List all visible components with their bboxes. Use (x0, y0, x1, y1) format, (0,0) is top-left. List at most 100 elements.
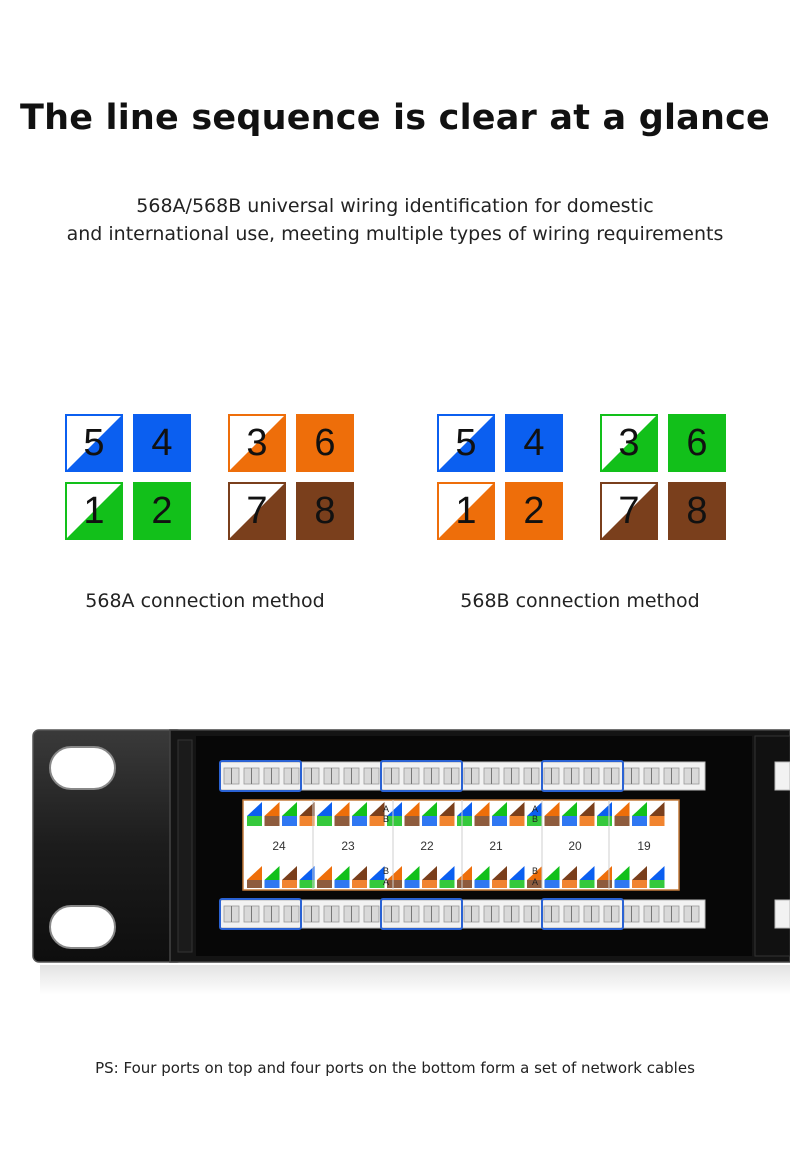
wire-number: 2 (151, 490, 173, 532)
wire-color-swatch (65, 414, 123, 472)
port-group-outline (380, 760, 463, 792)
wire-color-swatch (600, 482, 658, 540)
wire-color-mark (492, 802, 507, 816)
wire-tile-8: 8 (296, 482, 354, 540)
port-group-outline (380, 898, 463, 930)
subtitle-line-1: 568A/568B universal wiring identificatio… (136, 195, 654, 217)
wire-color-mark (439, 866, 455, 880)
wire-color-mark (492, 866, 507, 880)
port-group-outline (541, 760, 624, 792)
wire-number: 1 (455, 490, 477, 532)
wire-color-swatch (133, 482, 191, 540)
mount-hole-bottom (49, 905, 116, 949)
port-group-outline (219, 898, 302, 930)
wire-tile-3: 3 (228, 414, 286, 472)
wire-color-mark (369, 802, 385, 816)
wire-color-mark (614, 866, 630, 880)
page-title: The line sequence is clear at a glance (20, 98, 770, 138)
wire-color-mark (282, 802, 297, 816)
wire-color-mark (247, 866, 262, 880)
pair-label: B (383, 866, 389, 876)
wire-color-swatch (296, 414, 354, 472)
pair-label: B (383, 814, 389, 824)
wire-tile-5: 5 (65, 414, 123, 472)
wire-tile-6: 6 (296, 414, 354, 472)
wire-color-mark (334, 866, 350, 880)
wire-tile-8: 8 (668, 482, 726, 540)
wire-color-mark (264, 866, 280, 880)
wire-color-mark (509, 802, 525, 816)
wire-color-mark (404, 866, 420, 880)
wire-color-mark (369, 866, 385, 880)
wire-color-swatch (65, 482, 123, 540)
caption-568b: 568B connection method (460, 590, 700, 612)
wire-color-mark (527, 866, 542, 880)
wire-number: 3 (618, 422, 640, 464)
wire-color-mark (632, 802, 647, 816)
wire-color-swatch (668, 414, 726, 472)
port-number: 21 (489, 839, 503, 853)
wire-number: 7 (246, 490, 268, 532)
wire-number: 8 (686, 490, 708, 532)
wire-color-mark (597, 802, 612, 816)
wire-color-mark (422, 802, 437, 816)
wire-color-mark (422, 866, 437, 880)
port-number: 19 (637, 839, 651, 853)
wire-color-mark (527, 802, 542, 816)
wire-color-mark (544, 866, 560, 880)
wire-tile-2: 2 (133, 482, 191, 540)
wire-tile-7: 7 (600, 482, 658, 540)
mount-hole-top (49, 746, 116, 790)
wire-number: 5 (83, 422, 105, 464)
pair-label: A (532, 877, 538, 887)
wire-color-mark (439, 802, 455, 816)
wire-color-mark (509, 866, 525, 880)
wire-tile-2: 2 (505, 482, 563, 540)
wire-color-swatch (505, 482, 563, 540)
wire-color-swatch (228, 482, 286, 540)
wire-color-swatch (296, 482, 354, 540)
wire-tile-1: 1 (65, 482, 123, 540)
wire-tile-3: 3 (600, 414, 658, 472)
wire-color-mark (317, 866, 332, 880)
wire-number: 6 (314, 422, 336, 464)
wire-color-swatch (228, 414, 286, 472)
wire-color-mark (614, 802, 630, 816)
port-number: 22 (420, 839, 434, 853)
wire-color-mark (579, 802, 595, 816)
wire-color-mark (562, 866, 577, 880)
wire-color-mark (632, 866, 647, 880)
wire-number: 3 (246, 422, 268, 464)
pair-label: B (532, 814, 538, 824)
wire-color-mark (387, 866, 402, 880)
wire-color-mark (317, 802, 332, 816)
wire-color-swatch (505, 414, 563, 472)
page-subtitle: 568A/568B universal wiring identificatio… (0, 192, 790, 248)
ps-note: PS: Four ports on top and four ports on … (95, 1059, 695, 1077)
pair-label: A (383, 877, 389, 887)
port-number: 24 (272, 839, 286, 853)
wire-color-mark (597, 866, 612, 880)
wire-color-mark (457, 866, 472, 880)
wire-color-mark (334, 802, 350, 816)
wire-number: 4 (151, 422, 173, 464)
wire-number: 7 (618, 490, 640, 532)
wire-color-mark (649, 866, 665, 880)
wire-color-mark (649, 802, 665, 816)
wire-number: 8 (314, 490, 336, 532)
port-group-outline (541, 898, 624, 930)
wire-color-mark (544, 802, 560, 816)
port-group-outline (219, 760, 302, 792)
wire-color-mark (474, 802, 490, 816)
wire-number: 6 (686, 422, 708, 464)
caption-568a: 568A connection method (85, 590, 325, 612)
wire-number: 4 (523, 422, 545, 464)
pair-label: B (532, 866, 538, 876)
wire-number: 5 (455, 422, 477, 464)
wire-color-mark (352, 866, 367, 880)
port-number: 23 (341, 839, 355, 853)
wire-color-swatch (600, 414, 658, 472)
wire-color-mark (579, 866, 595, 880)
wire-tile-6: 6 (668, 414, 726, 472)
